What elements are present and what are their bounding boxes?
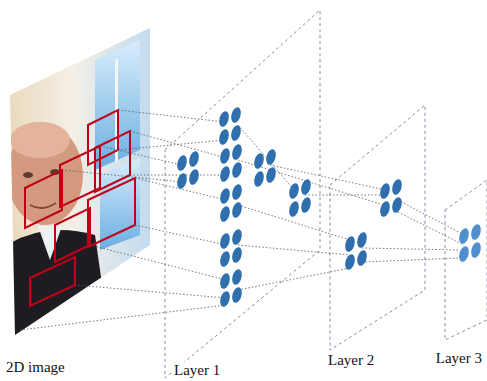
layer-label: Layer 3 bbox=[434, 350, 484, 367]
neuron-dot bbox=[231, 183, 244, 201]
neuron-dot bbox=[231, 268, 244, 286]
neuron-dot bbox=[219, 205, 232, 223]
face-photo bbox=[0, 20, 160, 340]
neuron-dot bbox=[230, 124, 243, 142]
neuron-dot bbox=[470, 241, 483, 259]
neuron-clusters bbox=[176, 106, 483, 308]
layer-label: Layer 2 bbox=[326, 352, 376, 369]
neuron-dot bbox=[231, 201, 244, 219]
neuron-dot bbox=[219, 147, 232, 165]
neuron-dot bbox=[218, 110, 231, 128]
neuron-dot bbox=[379, 182, 392, 200]
neuron-dot bbox=[231, 161, 244, 179]
receptive-field bbox=[25, 110, 135, 306]
neuron-dot bbox=[265, 148, 278, 166]
neuron-dot bbox=[219, 250, 232, 268]
layer-plane bbox=[165, 10, 487, 378]
neuron-dot bbox=[253, 152, 266, 170]
neuron-dot bbox=[231, 246, 244, 264]
neuron-dot bbox=[391, 178, 404, 196]
neuron-dot bbox=[470, 223, 483, 241]
layer-label: Layer 1 bbox=[172, 362, 222, 379]
neuron-dot bbox=[219, 232, 232, 250]
neuron-dot bbox=[218, 128, 231, 146]
neuron-dot bbox=[288, 182, 301, 200]
neuron-dot bbox=[288, 200, 301, 218]
neuron-dot bbox=[265, 166, 278, 184]
neuron-dot bbox=[219, 165, 232, 183]
neuron-dot bbox=[458, 227, 471, 245]
neuron-dot bbox=[253, 170, 266, 188]
neuron-dot bbox=[219, 272, 232, 290]
neuron-dot bbox=[379, 200, 392, 218]
connection-line bbox=[20, 110, 464, 330]
neuron-dot bbox=[231, 286, 244, 304]
neuron-dot bbox=[231, 143, 244, 161]
neuron-dot bbox=[219, 187, 232, 205]
neuron-dot bbox=[231, 228, 244, 246]
neuron-dot bbox=[344, 253, 357, 271]
neuron-dot bbox=[344, 235, 357, 253]
neuron-dot bbox=[391, 196, 404, 214]
neuron-dot bbox=[188, 150, 201, 168]
neuron-dot bbox=[219, 290, 232, 308]
neuron-dot bbox=[176, 154, 189, 172]
neuron-dot bbox=[176, 172, 189, 190]
neuron-dot bbox=[356, 249, 369, 267]
neuron-dot bbox=[458, 245, 471, 263]
neuron-dot bbox=[300, 178, 313, 196]
neuron-dot bbox=[230, 106, 243, 124]
neuron-dot bbox=[188, 168, 201, 186]
neuron-dot bbox=[300, 196, 313, 214]
layer-label: 2D image bbox=[4, 359, 67, 376]
neuron-dot bbox=[356, 231, 369, 249]
